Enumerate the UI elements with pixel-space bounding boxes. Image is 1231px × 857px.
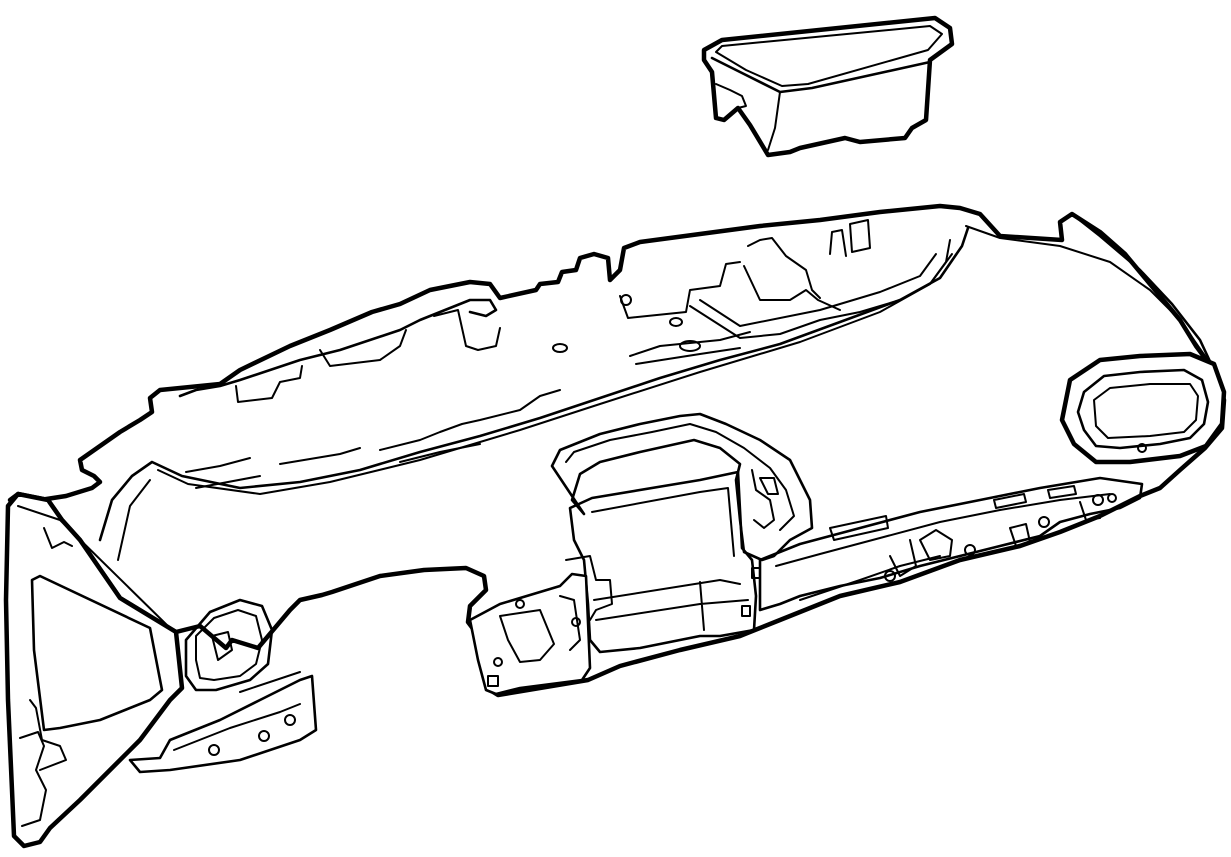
storage-bin-notch xyxy=(715,83,747,109)
dash-front-curve xyxy=(1070,212,1216,372)
flange-hole-3 xyxy=(1038,516,1050,528)
left-end-cap-bracket xyxy=(19,731,47,827)
top-hole-1 xyxy=(552,343,568,353)
top-channel-blocks-1 xyxy=(235,309,501,403)
top-rib-right xyxy=(743,265,841,311)
dash-top-inner xyxy=(117,253,953,561)
right-flange-boss xyxy=(919,529,953,561)
lower-center-bracket xyxy=(468,572,592,696)
lower-bracket-hole-1 xyxy=(515,599,525,609)
lower-bracket-hole-2 xyxy=(571,617,581,627)
left-end-cap-edge xyxy=(17,505,173,631)
lower-bracket-hole-3 xyxy=(493,657,503,667)
instrument-panel-drawing xyxy=(3,203,1227,849)
center-mount-inner xyxy=(565,423,795,531)
left-end-cap-inner xyxy=(30,574,164,732)
left-duct-recess xyxy=(184,598,274,692)
top-crease-3 xyxy=(185,447,361,489)
left-duct-inner xyxy=(195,609,263,681)
panel-outer-outline xyxy=(7,203,1227,698)
lower-bracket-slot xyxy=(487,675,499,687)
storage-bin-rim-inner xyxy=(715,25,943,87)
vent-screw xyxy=(1137,443,1147,453)
lower-left-bracket-detail xyxy=(173,671,301,751)
dash-front-curve-inner xyxy=(965,225,1206,357)
right-vent-outer xyxy=(1059,351,1227,465)
bracket-hole-2 xyxy=(258,730,270,742)
flange-hole-4 xyxy=(1092,494,1104,506)
right-flange-tabs xyxy=(829,485,1101,577)
bracket-hole-1 xyxy=(208,744,220,756)
right-vent-inner xyxy=(1076,368,1210,450)
right-vent-louver xyxy=(1093,383,1199,439)
top-channel-left xyxy=(178,298,498,398)
right-flange-inner xyxy=(775,493,1111,601)
center-stack-inner xyxy=(591,487,749,631)
top-channel-blocks-2 xyxy=(619,219,871,319)
top-hole-3 xyxy=(679,340,701,352)
top-hole-4 xyxy=(620,294,632,306)
lower-center-bracket-detail xyxy=(499,595,581,663)
center-mount-frame xyxy=(550,412,814,562)
top-channel-right-bay xyxy=(689,239,951,339)
flange-slot-2 xyxy=(741,605,751,617)
flange-slot-1 xyxy=(751,567,761,579)
storage-bin-drawing xyxy=(701,15,955,158)
storage-bin-front-edge xyxy=(767,91,781,151)
center-stack-side-left xyxy=(565,555,613,621)
left-end-cap-flange xyxy=(29,527,73,771)
top-crease-1 xyxy=(629,331,751,365)
storage-bin-outline xyxy=(701,15,955,158)
bracket-hole-3 xyxy=(284,714,296,726)
flange-hole-2 xyxy=(964,544,976,556)
top-crease-2 xyxy=(379,389,561,463)
right-lower-flange xyxy=(758,476,1144,612)
flange-hole-5 xyxy=(1107,493,1117,503)
top-hole-2 xyxy=(669,317,683,327)
flange-hole-1 xyxy=(884,570,896,582)
